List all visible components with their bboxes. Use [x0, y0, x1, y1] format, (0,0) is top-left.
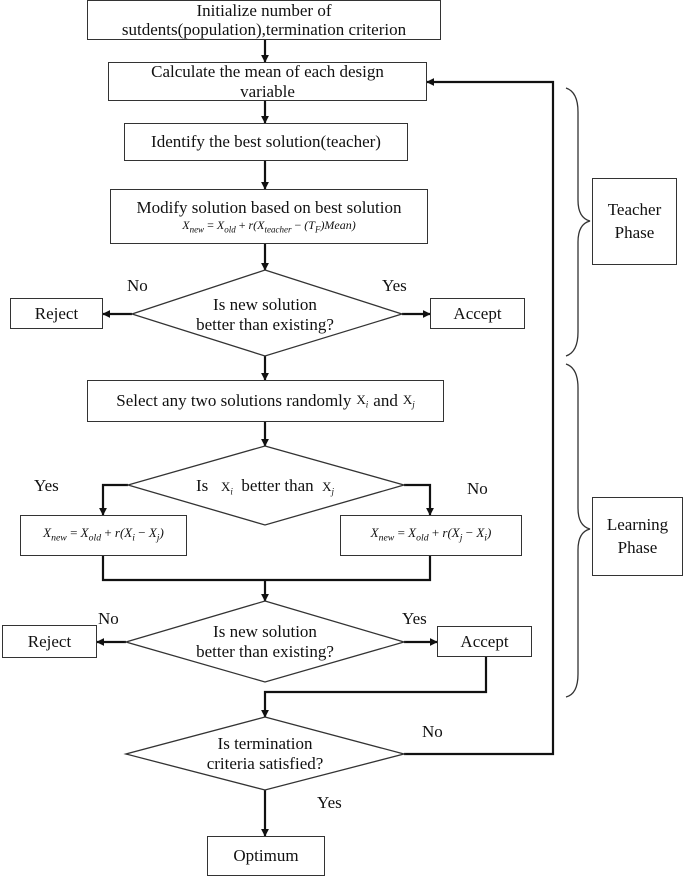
- decision-4-line-2: criteria satisfied?: [206, 753, 324, 773]
- decision-3-line-2: better than existing?: [196, 641, 334, 661]
- decision-3-no-label: No: [98, 609, 119, 628]
- arrow-loop-back: [404, 78, 555, 756]
- update-xi-step: Xnew = Xold + r(Xi − Xj): [20, 515, 187, 556]
- decision-2-no-label: No: [467, 479, 488, 498]
- decision-1-no-label: No: [127, 276, 148, 295]
- calculate-mean-line-2: variable: [240, 81, 295, 101]
- decision-2-xj: Xj: [322, 479, 335, 497]
- accept-box-1: Accept: [430, 298, 525, 329]
- arrow-decision2-no: [404, 483, 434, 516]
- learner-update-equation-j: Xnew = Xold + r(Xj − Xi): [370, 525, 492, 544]
- learning-phase-box: Learning Phase: [592, 497, 683, 576]
- learning-phase-brace: [565, 363, 591, 698]
- optimum-terminal: Optimum: [207, 836, 325, 876]
- reject-1-label: Reject: [34, 303, 79, 323]
- teacher-phase-box: Teacher Phase: [592, 178, 677, 265]
- decision-diamond-1: [129, 269, 405, 357]
- decision-1-line-1: Is new solution: [213, 295, 317, 314]
- arrow-decision2-yes: [99, 483, 128, 516]
- reject-box-1: Reject: [10, 298, 103, 329]
- xj-symbol: Xj: [402, 391, 415, 410]
- decision-1-line-2: better than existing?: [196, 314, 334, 334]
- decision-4-yes-label: Yes: [317, 793, 342, 812]
- reject-2-label: Reject: [27, 631, 72, 651]
- decision-diamond-4: [123, 716, 407, 791]
- decision-4-text: Is termination criteria satisfied?: [165, 734, 365, 773]
- select-two-solutions-step: Select any two solutions randomly Xi and…: [87, 380, 444, 422]
- initialize-step: Initialize number of sutdents(population…: [87, 0, 441, 40]
- decision-4-no-label: No: [422, 722, 443, 741]
- teacher-phase-line-1: Teacher: [607, 200, 662, 220]
- teacher-phase-brace: [565, 87, 591, 357]
- teacher-phase-line-2: Phase: [614, 222, 655, 242]
- decision-1-yes-label: Yes: [382, 276, 407, 295]
- learner-update-equation-i: Xnew = Xold + r(Xi − Xj): [43, 525, 164, 544]
- decision-2-xi: Xi: [221, 479, 233, 497]
- optimum-label: Optimum: [233, 846, 299, 866]
- learning-phase-line-1: Learning: [606, 515, 669, 535]
- merge-line: [101, 556, 432, 582]
- accept-2-label: Accept: [460, 631, 509, 651]
- and-label: and: [373, 391, 398, 411]
- decision-diamond-3: [123, 600, 407, 683]
- arrow-accept-to-decision4: [261, 657, 488, 718]
- calculate-mean-line-1: Calculate the mean of each design: [151, 62, 384, 82]
- decision-3-yes-label: Yes: [402, 609, 427, 628]
- modify-solution-step: Modify solution based on best solution X…: [110, 189, 428, 244]
- decision-2-yes-label: Yes: [34, 476, 59, 495]
- decision-4-line-1: Is termination: [217, 734, 313, 753]
- modify-solution-label: Modify solution based on best solution: [136, 198, 402, 218]
- decision-3-line-1: Is new solution: [213, 622, 317, 641]
- identify-best-step: Identify the best solution(teacher): [124, 123, 408, 161]
- initialize-line-1: Initialize number of: [196, 0, 332, 20]
- decision-2-text: Is Xi better than Xj: [195, 476, 335, 497]
- accept-box-2: Accept: [437, 626, 532, 657]
- learning-phase-line-2: Phase: [617, 537, 658, 557]
- decision-1-text: Is new solution better than existing?: [165, 295, 365, 334]
- decision-diamond-2: [125, 445, 407, 526]
- select-label: Select any two solutions randomly: [116, 391, 352, 411]
- teacher-update-equation: Xnew = Xold + r(Xteacher − (TF)Mean): [182, 218, 356, 235]
- decision-3-text: Is new solution better than existing?: [165, 622, 365, 661]
- update-xj-step: Xnew = Xold + r(Xj − Xi): [340, 515, 522, 556]
- calculate-mean-step: Calculate the mean of each design variab…: [108, 62, 427, 101]
- xi-symbol: Xi: [356, 391, 369, 410]
- reject-box-2: Reject: [2, 625, 97, 658]
- accept-1-label: Accept: [453, 303, 502, 323]
- identify-best-label: Identify the best solution(teacher): [151, 132, 381, 152]
- initialize-line-2: sutdents(population),termination criteri…: [121, 20, 407, 39]
